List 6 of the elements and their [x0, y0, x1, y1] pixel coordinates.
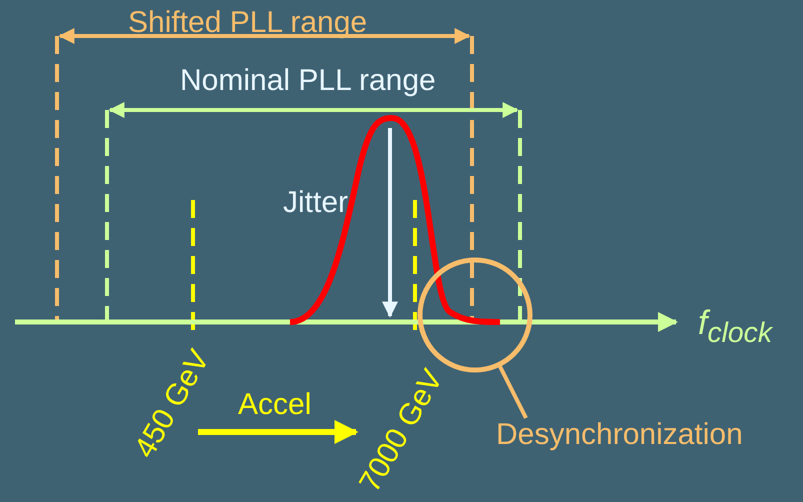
range-label: Nominal PLL range: [180, 66, 436, 96]
leader-line: [498, 365, 528, 419]
arrow-label: Accel: [238, 390, 312, 420]
axis-label: f$_{clock}$: [698, 306, 772, 348]
jitter-label: Jitter: [283, 188, 348, 218]
callout-text: Desynchronization: [496, 420, 743, 450]
